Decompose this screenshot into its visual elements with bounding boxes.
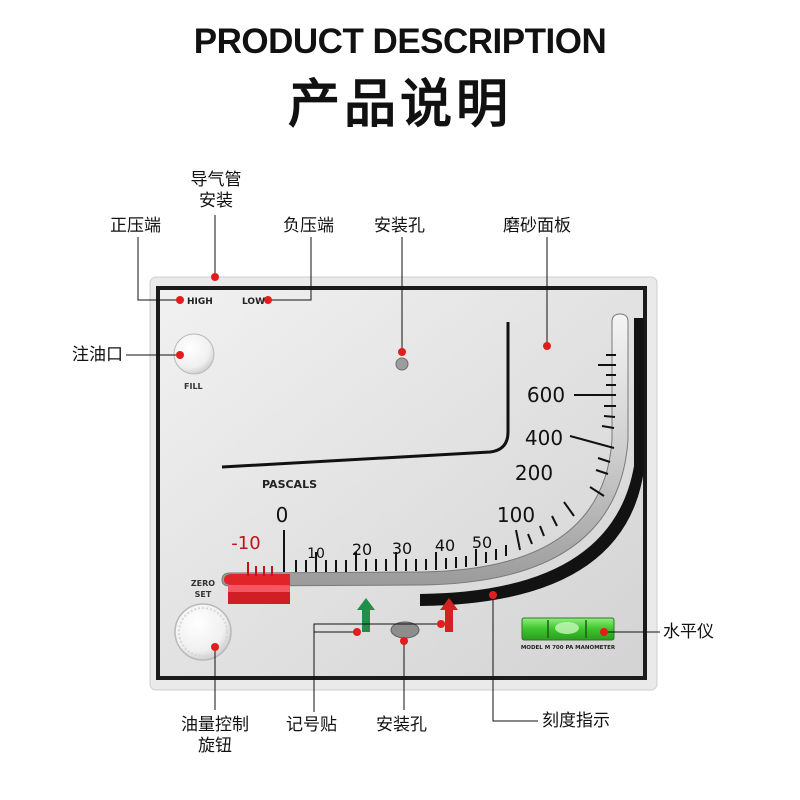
red-marker bbox=[440, 598, 458, 632]
zero-set-knob bbox=[174, 603, 232, 661]
glass-tube bbox=[221, 313, 629, 587]
scale-label-200: 200 bbox=[515, 461, 553, 485]
scale-label-600: 600 bbox=[527, 383, 565, 407]
negative-scale-ticks bbox=[247, 562, 273, 576]
callout-dots bbox=[176, 273, 608, 651]
zero-set-label-line2: SET bbox=[195, 590, 212, 599]
level-bubble bbox=[555, 622, 579, 634]
callout-tube-install: 导气管 安装 bbox=[186, 170, 246, 212]
scale-label-100: 100 bbox=[497, 503, 535, 527]
callout-oil-knob-line1: 油量控制 bbox=[181, 715, 249, 735]
model-label: MODEL M 700 PA MANOMETER bbox=[521, 645, 616, 651]
mount-hole-top bbox=[395, 357, 409, 371]
page-title-en: PRODUCT DESCRIPTION bbox=[193, 22, 607, 61]
fill-knob bbox=[173, 333, 215, 375]
callout-positive-port: 正压端 bbox=[110, 216, 161, 236]
low-label: LOW bbox=[242, 297, 265, 307]
red-fluid bbox=[224, 574, 290, 585]
callout-negative-port: 负压端 bbox=[283, 216, 334, 236]
scale-label-30: 30 bbox=[392, 539, 412, 558]
page-title-cn: 产品说明 bbox=[287, 75, 512, 135]
callout-oil-knob: 油量控制 旋钮 bbox=[174, 715, 256, 757]
callout-oil-knob-line2: 旋钮 bbox=[198, 736, 232, 756]
scale-label-50: 50 bbox=[472, 533, 492, 552]
vertical-scale-ticks bbox=[569, 354, 616, 497]
callout-spirit-level: 水平仪 bbox=[663, 622, 714, 642]
fill-label: FILL bbox=[184, 382, 203, 391]
callout-mount-hole-bottom: 安装孔 bbox=[376, 715, 427, 735]
callout-oil-fill-port: 注油口 bbox=[72, 345, 123, 365]
scale-label-20: 20 bbox=[352, 540, 372, 559]
zero-set-label-line1: ZERO bbox=[191, 579, 215, 588]
high-label: HIGH bbox=[187, 297, 213, 307]
horizontal-scale-ticks bbox=[283, 501, 575, 572]
callout-mount-hole-top: 安装孔 bbox=[374, 216, 425, 236]
callout-frosted-panel: 磨砂面板 bbox=[503, 216, 571, 236]
scale-label-0: 0 bbox=[276, 503, 289, 527]
callout-lines bbox=[126, 215, 660, 722]
green-marker bbox=[357, 598, 375, 632]
scale-label-40: 40 bbox=[435, 536, 455, 555]
callout-tube-install-line2: 安装 bbox=[199, 191, 233, 211]
scale-label-400: 400 bbox=[525, 426, 563, 450]
reference-line bbox=[221, 322, 510, 469]
scale-label-neg10: -10 bbox=[231, 533, 260, 554]
units-label: PASCALS bbox=[262, 478, 317, 491]
scale-label-10: 10 bbox=[307, 546, 325, 562]
callout-scale-indicator: 刻度指示 bbox=[542, 711, 610, 731]
callout-marker-sticker: 记号贴 bbox=[286, 715, 337, 735]
callout-tube-install-line1: 导气管 bbox=[190, 170, 242, 190]
